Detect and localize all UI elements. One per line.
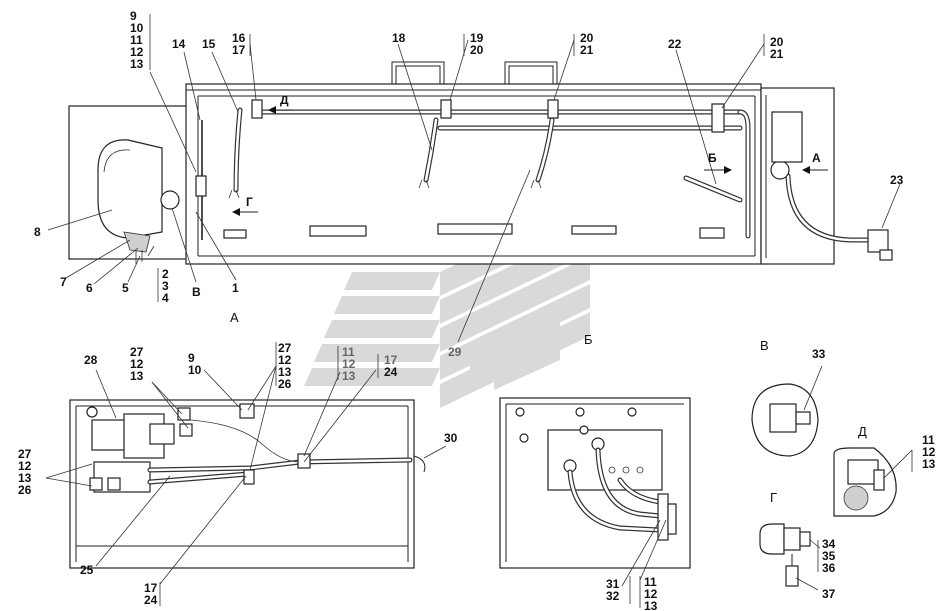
arrow-label-D: Д [280,93,289,107]
callout-27-26a-l3: 26 [278,377,292,391]
view-G-outline [759,523,785,555]
callout-27-26b-l1: 12 [18,459,32,473]
callout-19-20-l0: 19 [470,31,484,45]
callout-11-13b-l0: 11 [644,575,657,589]
handle-right [504,61,558,84]
callout-20-21b-l1: 21 [770,47,784,61]
callout-27-26a-l2: 13 [278,365,292,379]
callout-9-10-l1: 10 [188,363,202,377]
callout-11-13b-l2: 13 [644,599,658,611]
callout-34-36-l1: 35 [822,549,836,563]
callout-27-12-13-l1: 12 [130,357,144,371]
callout-23: 23 [890,173,904,187]
view-D [833,447,913,517]
fuse-block [93,461,151,493]
callout-16-17-l1: 17 [232,43,246,57]
callout-11-13a-l0: 11 [342,345,355,359]
callout-18: 18 [392,31,406,45]
callout-34-36-l0: 34 [822,537,836,551]
view-G [759,523,821,591]
arrow-label-A: А [812,151,821,165]
arrow-label-G: Г [246,195,253,209]
callout-11-13c-l0: 11 [922,433,935,447]
callout-8: 8 [34,225,41,239]
labels-main: 9 10 11 12 13 14 15 16 17 18 19 20 20 21… [34,9,904,505]
clamp-20-21a [547,99,559,119]
callout-15: 15 [202,37,216,51]
callout-2-4-l2: 4 [162,291,169,305]
callout-V: В [192,285,201,299]
view-V [751,365,823,457]
callout-27-26a-l1: 12 [278,353,292,367]
callout-20-21b-l0: 20 [770,35,784,49]
callout-11-13b-l1: 12 [644,587,658,601]
callout-20-21a-l1: 21 [580,43,594,57]
callout-17-24b-l1: 24 [144,593,158,607]
callout-31-32-l0: 31 [606,577,620,591]
callout-27-12-13-l0: 27 [130,345,144,359]
clamp-16-17 [251,99,263,119]
callout-16-17-l0: 16 [232,31,246,45]
handle-left [391,61,445,84]
callout-9-10-l0: 9 [188,351,195,365]
switch-V [160,190,180,210]
callout-29: 29 [448,345,462,359]
callout-14: 14 [172,37,186,51]
callout-7: 7 [60,275,67,289]
bottom-bar-1 [309,225,367,237]
callout-34-36-l2: 36 [822,561,836,575]
callout-11-13c-l2: 13 [922,457,936,471]
labels-lower: 28 27 12 13 9 10 27 12 13 26 11 12 13 17… [18,341,936,611]
callout-1: 1 [232,281,239,295]
callout-27-26b-l3: 26 [18,483,32,497]
bottom-bar-3 [571,225,617,235]
callout-2-4-l1: 3 [162,279,169,293]
clamp-19-20 [440,99,452,119]
callout-25: 25 [80,563,94,577]
headlamp-8 [97,139,163,239]
callout-6: 6 [86,281,93,295]
arrow-label-B: Б [708,151,717,165]
callout-17-24b-l0: 17 [144,581,158,595]
callout-11-13a-l1: 12 [342,357,356,371]
callout-33: 33 [812,347,826,361]
bottom-bar-2 [437,223,513,235]
callout-17-24a-l0: 17 [384,353,398,367]
callout-27-26b-l0: 27 [18,447,32,461]
callout-19-20-l1: 20 [470,43,484,57]
connector-23 [867,229,889,253]
callout-20-21a-l0: 20 [580,31,594,45]
callout-31-32-l1: 32 [606,589,620,603]
callout-9-13-l4: 13 [130,57,144,71]
view-label-G: Г [770,490,777,505]
callout-9-13-l3: 12 [130,45,144,59]
callout-28: 28 [84,353,98,367]
callout-2-4-l0: 2 [162,267,169,281]
callout-9-13-l2: 11 [130,33,143,47]
lower-left-view [45,342,447,606]
callout-11-13a-l2: 13 [342,369,356,383]
view-B [499,397,691,608]
view-label-B: Б [584,332,593,347]
callout-9-13-l1: 10 [130,21,144,35]
callout-9-13-l0: 9 [130,9,137,23]
view-label-D: Д [858,424,867,439]
callout-27-26b-l2: 13 [18,471,32,485]
clamp-20-21b [711,103,725,133]
callout-22: 22 [668,37,682,51]
callout-27-26a-l0: 27 [278,341,292,355]
view-label-A: А [230,310,239,325]
callout-17-24a-l1: 24 [384,365,398,379]
callout-5: 5 [122,281,129,295]
view-label-V: В [760,338,769,353]
callout-37: 37 [822,587,836,601]
callout-11-13c-l1: 12 [922,445,936,459]
main-assembly-view [47,14,901,343]
callout-30: 30 [444,431,458,445]
callout-27-12-13-l2: 13 [130,369,144,383]
